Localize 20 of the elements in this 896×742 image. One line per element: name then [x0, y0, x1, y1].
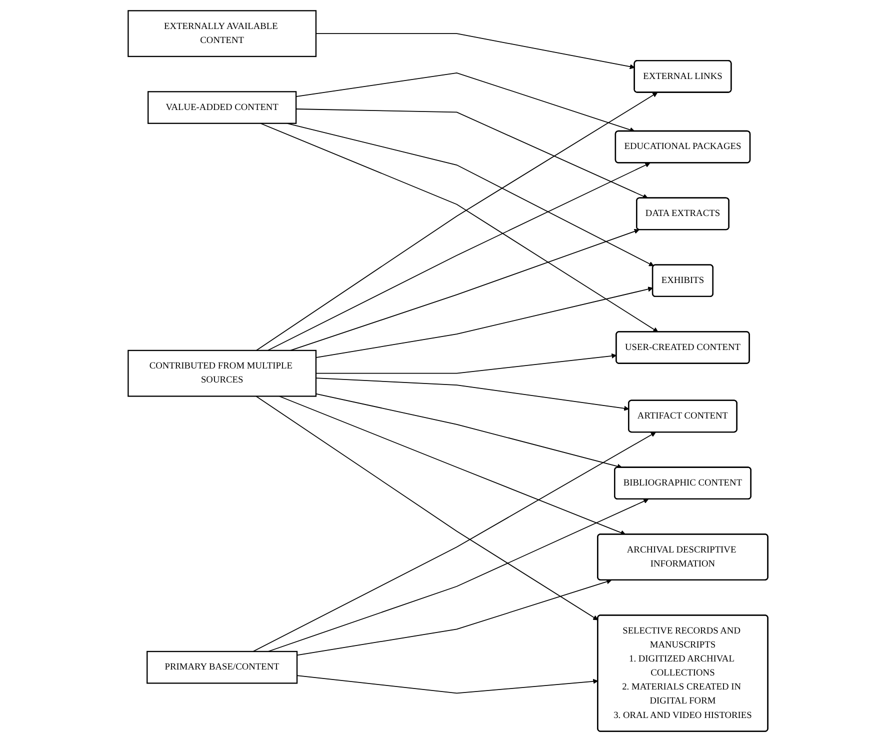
arrow — [316, 378, 630, 411]
arrow — [252, 432, 656, 652]
arrow — [296, 108, 648, 199]
node-box: EXTERNALLY AVAILABLE CONTENT — [128, 10, 317, 58]
arrow — [268, 498, 649, 652]
arrow — [296, 579, 612, 656]
arrow — [260, 122, 658, 332]
arrow — [296, 675, 598, 694]
node-box: PRIMARY BASE/CONTENT — [146, 650, 298, 684]
arrow — [267, 162, 650, 351]
arrow — [316, 286, 654, 358]
arrow — [256, 92, 658, 351]
arrow — [316, 353, 617, 374]
arrow — [296, 72, 635, 132]
arrow — [256, 396, 598, 620]
node-box: VALUE-ADDED CONTENT — [148, 91, 297, 124]
arrow — [316, 393, 622, 469]
arrow — [316, 33, 635, 70]
arrow — [278, 396, 626, 536]
node-box: CONTRIBUTED FROM MULTIPLE SOURCES — [128, 350, 317, 397]
